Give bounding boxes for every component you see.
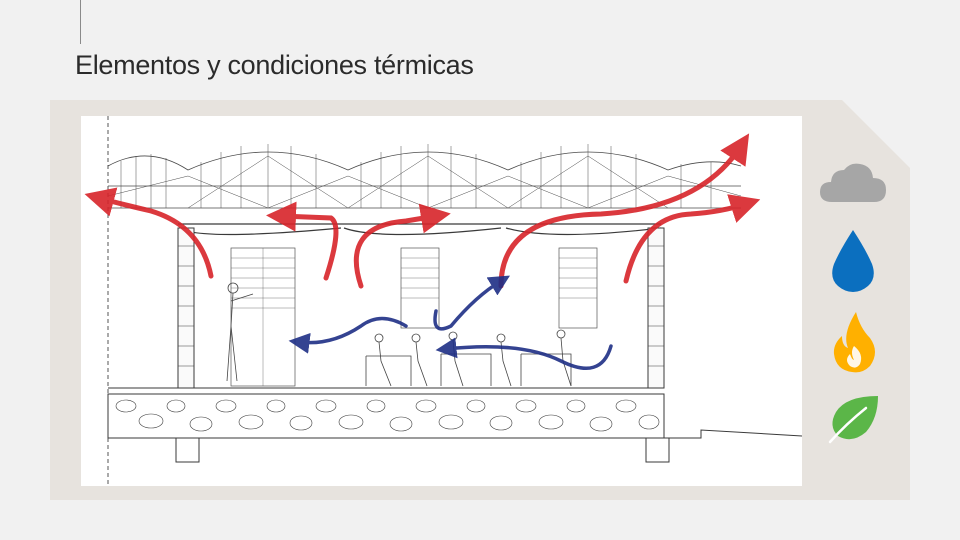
ceiling-vaults bbox=[177, 223, 662, 236]
walls bbox=[177, 227, 665, 389]
water-drop-icon bbox=[832, 230, 874, 292]
cool-arrow-2 bbox=[433, 275, 511, 331]
warm-arrow-right-exit bbox=[623, 194, 761, 284]
warm-arrow-3 bbox=[498, 133, 750, 289]
warm-arrow-left-exit bbox=[84, 187, 214, 279]
leaf-icon bbox=[828, 396, 878, 444]
warm-air-arrows bbox=[84, 133, 761, 289]
occupants bbox=[226, 282, 572, 387]
warm-arrow-1 bbox=[266, 201, 339, 281]
building-section-diagram bbox=[81, 116, 802, 486]
louvered-windows bbox=[230, 247, 598, 387]
cool-air-arrows bbox=[288, 275, 613, 370]
flame-icon bbox=[833, 312, 875, 373]
slide-title: Elementos y condiciones térmicas bbox=[75, 50, 474, 80]
foundation bbox=[107, 387, 802, 463]
roof-truss bbox=[107, 144, 742, 209]
cool-arrow-3 bbox=[435, 337, 613, 370]
accent-line bbox=[80, 0, 81, 44]
cool-arrow-1 bbox=[288, 316, 408, 354]
warm-arrow-2 bbox=[353, 203, 451, 289]
cloud-icon bbox=[820, 163, 886, 202]
